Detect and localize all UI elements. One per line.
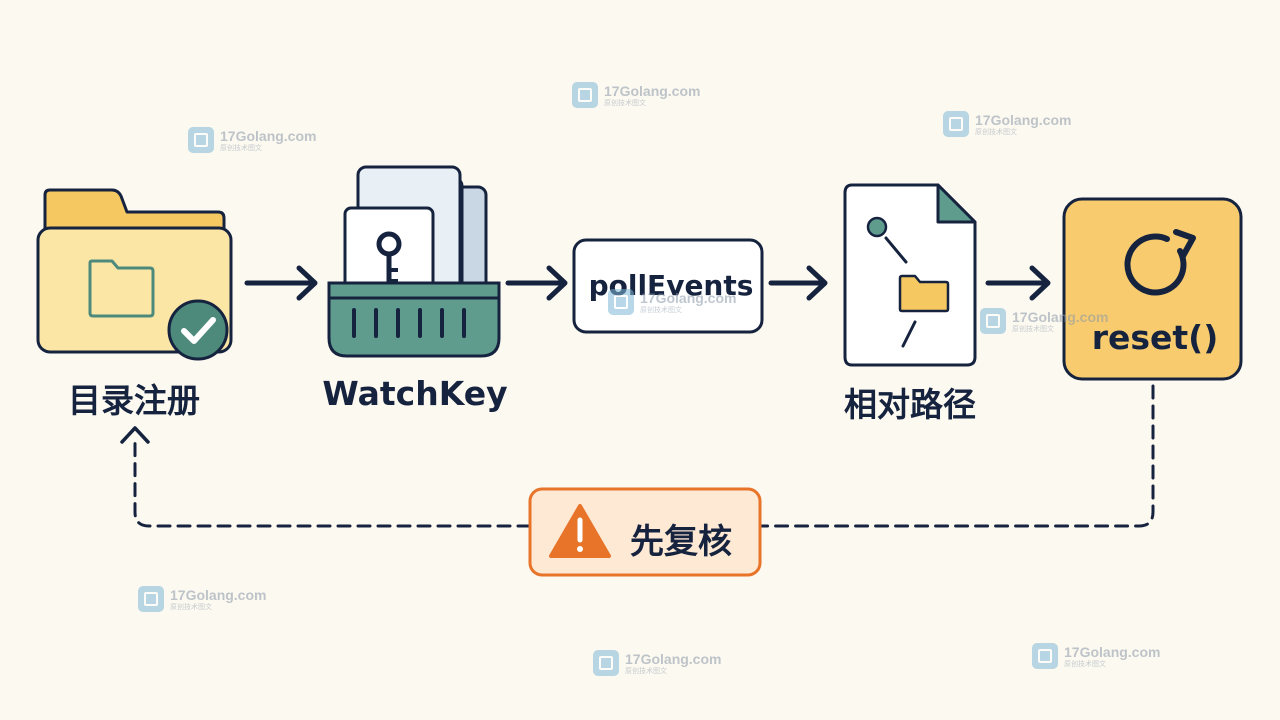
relative-path-document-icon [843,183,977,367]
label-poll-events: pollEvents [588,269,754,302]
arrow-poll-to-relpath [768,265,828,301]
arrow-relpath-to-reset [985,265,1051,301]
label-register: 目录注册 [68,381,200,420]
label-relative-path: 相对路径 [844,385,976,424]
watchkey-key-icon [327,165,501,358]
reset-refresh-icon [1062,197,1243,381]
feedback-arrowhead [120,426,150,444]
label-reset: reset() [1091,318,1219,357]
arrow-register-to-watchkey [244,265,318,301]
arrow-watchkey-to-poll [505,265,568,301]
label-warning: 先复核 [630,522,732,562]
label-watchkey: WatchKey [322,374,508,413]
feedback-loop-dashed-line [133,384,1155,528]
folder-check-icon [36,188,233,361]
warning-triangle-icon [549,504,611,558]
